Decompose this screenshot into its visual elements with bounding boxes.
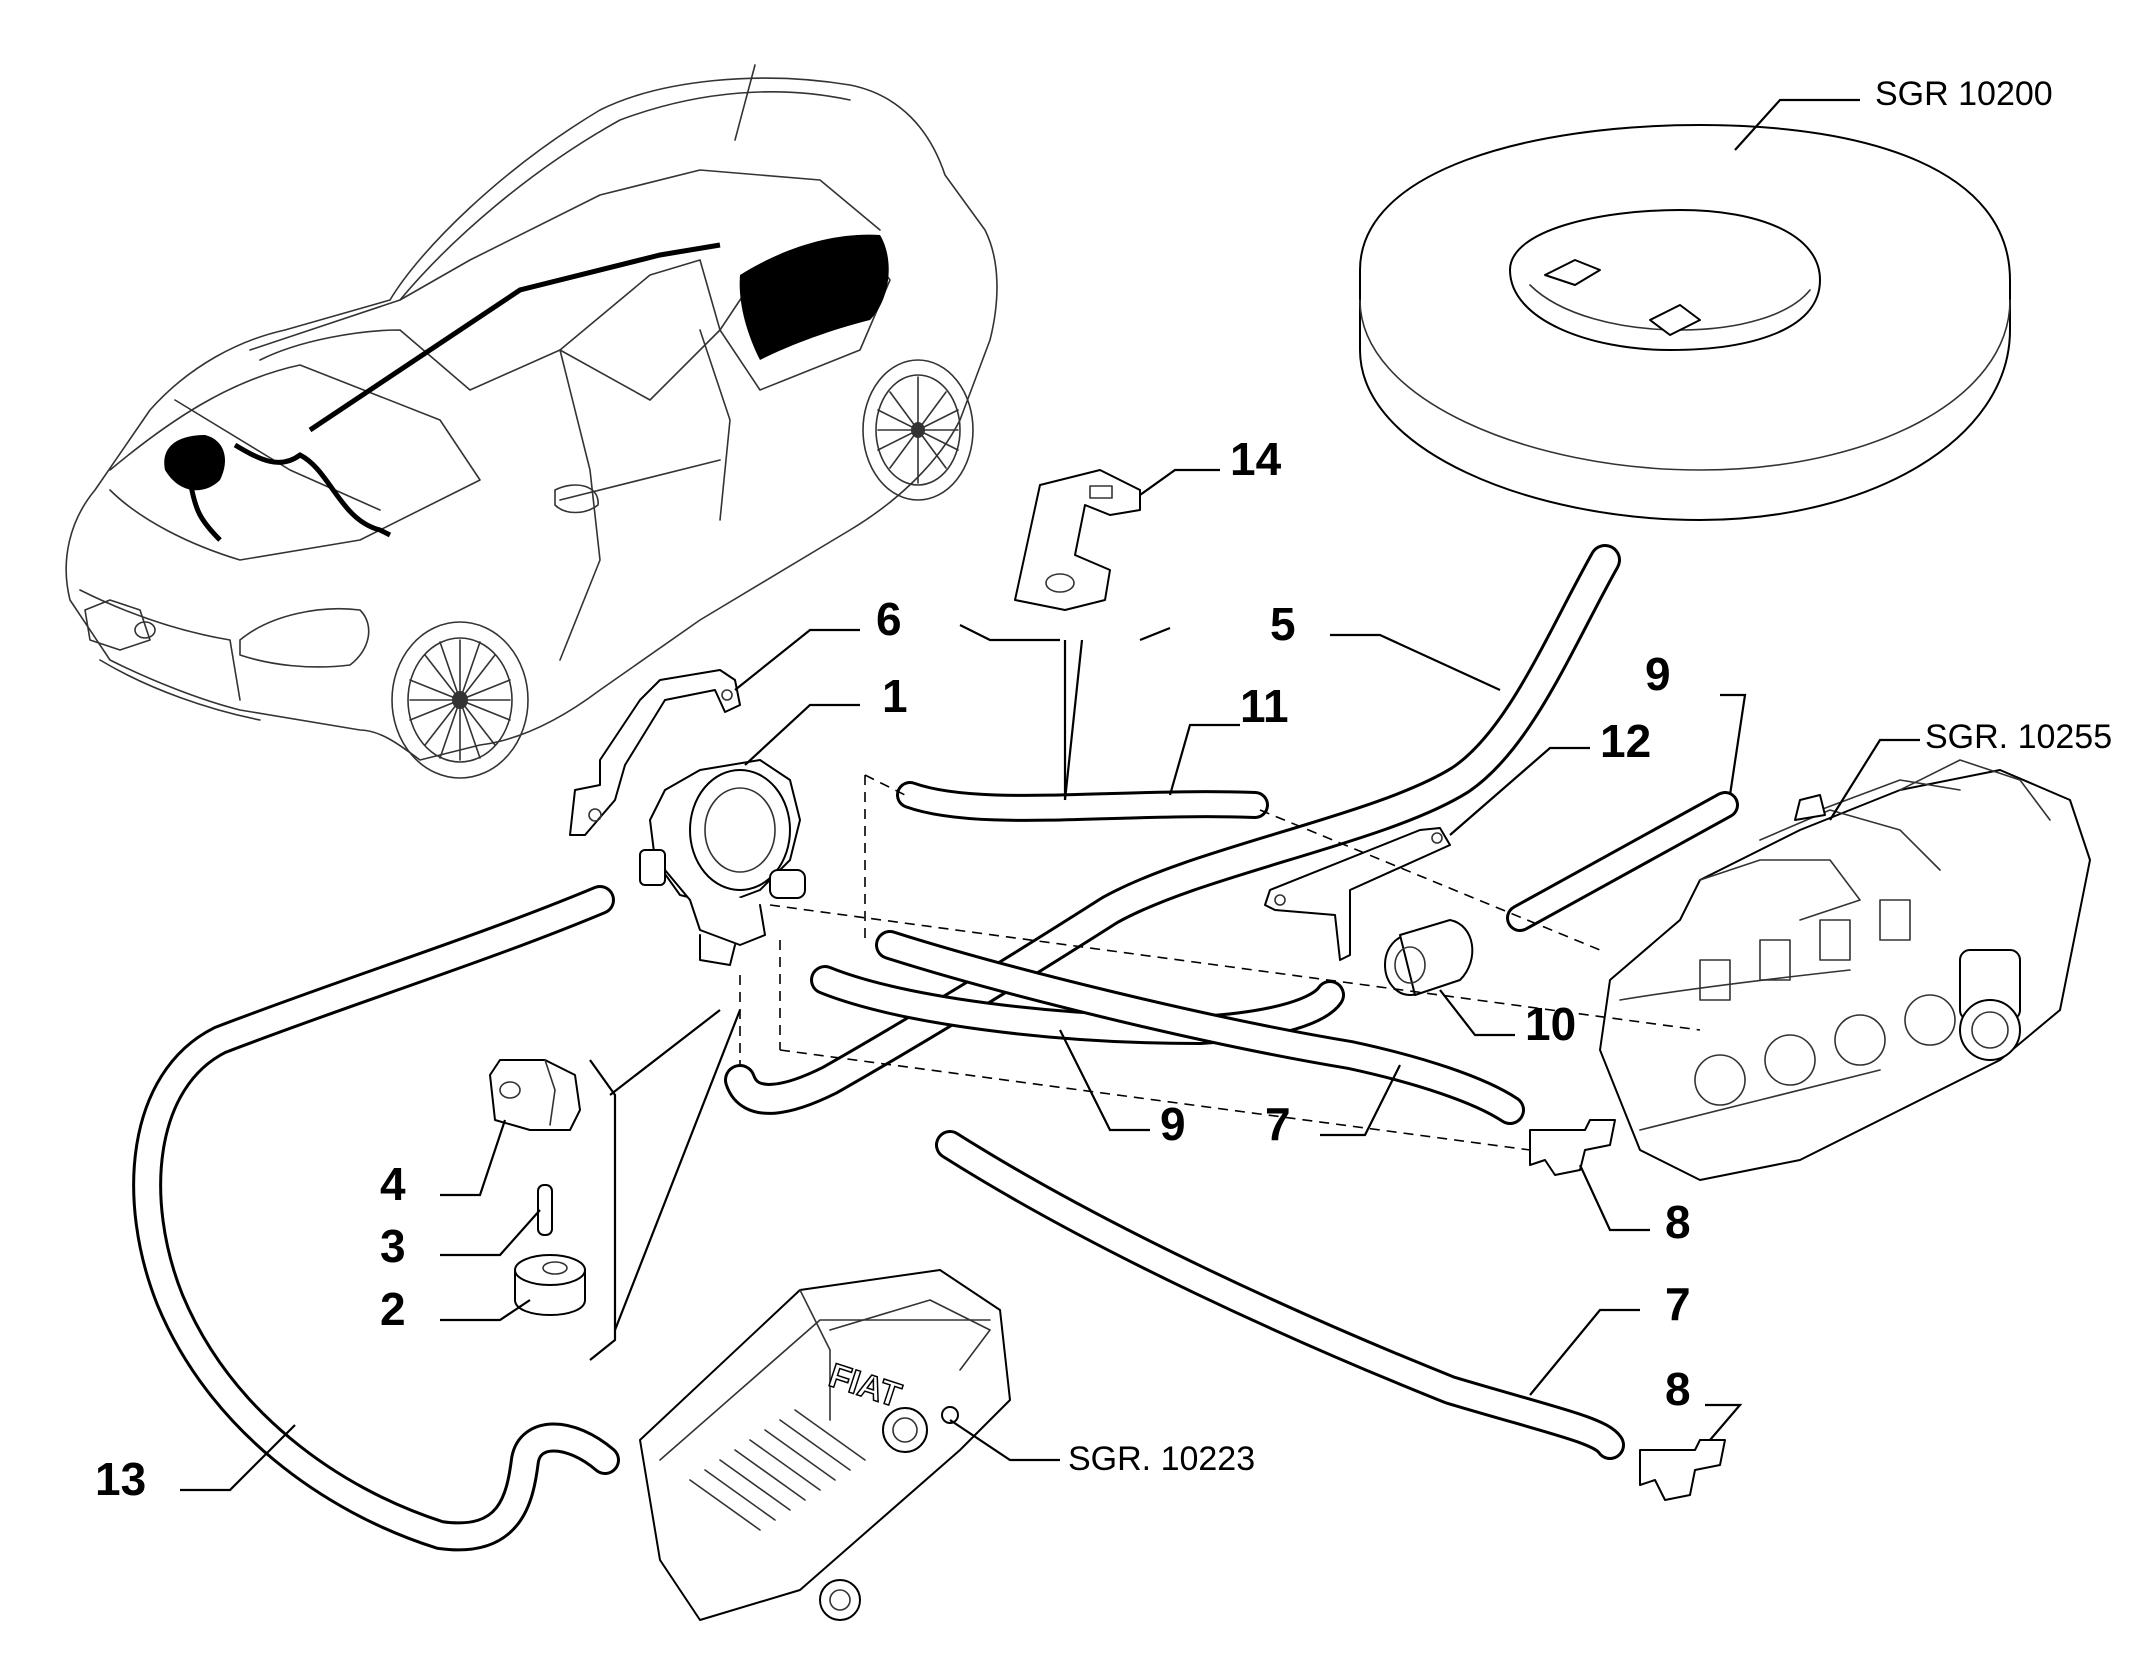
leader-7-lower bbox=[1529, 1308, 1640, 1396]
air-filter-box: FIAT bbox=[639, 1269, 1011, 1621]
callout-14: 14 bbox=[1230, 433, 1282, 485]
callout-3: 3 bbox=[380, 1220, 406, 1272]
part-3-pin bbox=[537, 1184, 553, 1236]
leader-11 bbox=[1168, 723, 1240, 796]
callout-7-upper: 7 bbox=[1265, 1098, 1291, 1150]
part-6-bracket bbox=[569, 669, 741, 836]
leader-5 bbox=[1330, 633, 1501, 691]
callout-9-upper: 9 bbox=[1645, 648, 1671, 700]
car-illustration bbox=[65, 64, 998, 779]
leader-9-upper bbox=[1720, 693, 1747, 796]
leader-1 bbox=[744, 703, 860, 766]
leader-7-upper bbox=[1320, 1064, 1401, 1137]
callout-8-lower: 8 bbox=[1665, 1363, 1691, 1415]
callout-11: 11 bbox=[1240, 680, 1289, 732]
hoses bbox=[132, 544, 1739, 1552]
leader-8-lower bbox=[1705, 1403, 1743, 1441]
callout-1: 1 bbox=[882, 670, 908, 722]
callout-7-lower: 7 bbox=[1665, 1278, 1691, 1330]
leader-9-lower bbox=[1059, 1029, 1150, 1132]
leader-3 bbox=[440, 1209, 541, 1257]
callout-5: 5 bbox=[1270, 598, 1296, 650]
part-10-filter bbox=[1384, 919, 1474, 996]
callout-8-upper: 8 bbox=[1665, 1196, 1691, 1248]
leader-8-upper bbox=[1579, 1164, 1650, 1232]
alignment-lines bbox=[739, 774, 1701, 1151]
tank-leader bbox=[1734, 98, 1860, 151]
leader-6 bbox=[734, 628, 860, 691]
leader-bracket-a bbox=[609, 1009, 721, 1096]
callout-6: 6 bbox=[876, 593, 902, 645]
callout-13: 13 bbox=[95, 1453, 146, 1505]
callout-9-lower: 9 bbox=[1160, 1098, 1186, 1150]
leader-bracket-b bbox=[613, 1009, 742, 1331]
bracket-14-left bbox=[959, 624, 1060, 642]
part-4-solenoid bbox=[489, 1059, 581, 1131]
bracket-2-3-4 bbox=[589, 1059, 617, 1361]
bracket-14-right bbox=[1139, 626, 1171, 642]
leader-2 bbox=[440, 1299, 531, 1322]
ref-tank: SGR 10200 bbox=[1875, 75, 2053, 113]
leader-14-down-2 bbox=[1063, 639, 1084, 801]
leader-4 bbox=[440, 1119, 507, 1197]
callout-12: 12 bbox=[1600, 715, 1651, 767]
ref-airbox: SGR. 10223 bbox=[1068, 1440, 1255, 1478]
ref-manifold: SGR. 10255 bbox=[1925, 718, 2112, 756]
manifold-leader bbox=[1829, 738, 1920, 821]
part-12-bracket bbox=[1264, 827, 1451, 961]
leader-13 bbox=[180, 1424, 296, 1492]
lpg-tank bbox=[1359, 124, 2011, 521]
part-8-fitting-lower bbox=[1639, 1439, 1726, 1501]
callout-4: 4 bbox=[380, 1158, 406, 1210]
part-2-nut bbox=[514, 1254, 586, 1316]
airbox-leader bbox=[949, 1419, 1060, 1462]
leader-10 bbox=[1439, 989, 1515, 1037]
callout-10: 10 bbox=[1525, 998, 1576, 1050]
callout-2: 2 bbox=[380, 1283, 406, 1335]
part-8-fitting-upper bbox=[1529, 1119, 1616, 1176]
intake-manifold bbox=[1599, 759, 2091, 1181]
leader-12 bbox=[1449, 746, 1590, 836]
leader-14 bbox=[1139, 468, 1220, 496]
part-1-reducer bbox=[639, 759, 806, 966]
part-14-bracket bbox=[1014, 469, 1141, 611]
